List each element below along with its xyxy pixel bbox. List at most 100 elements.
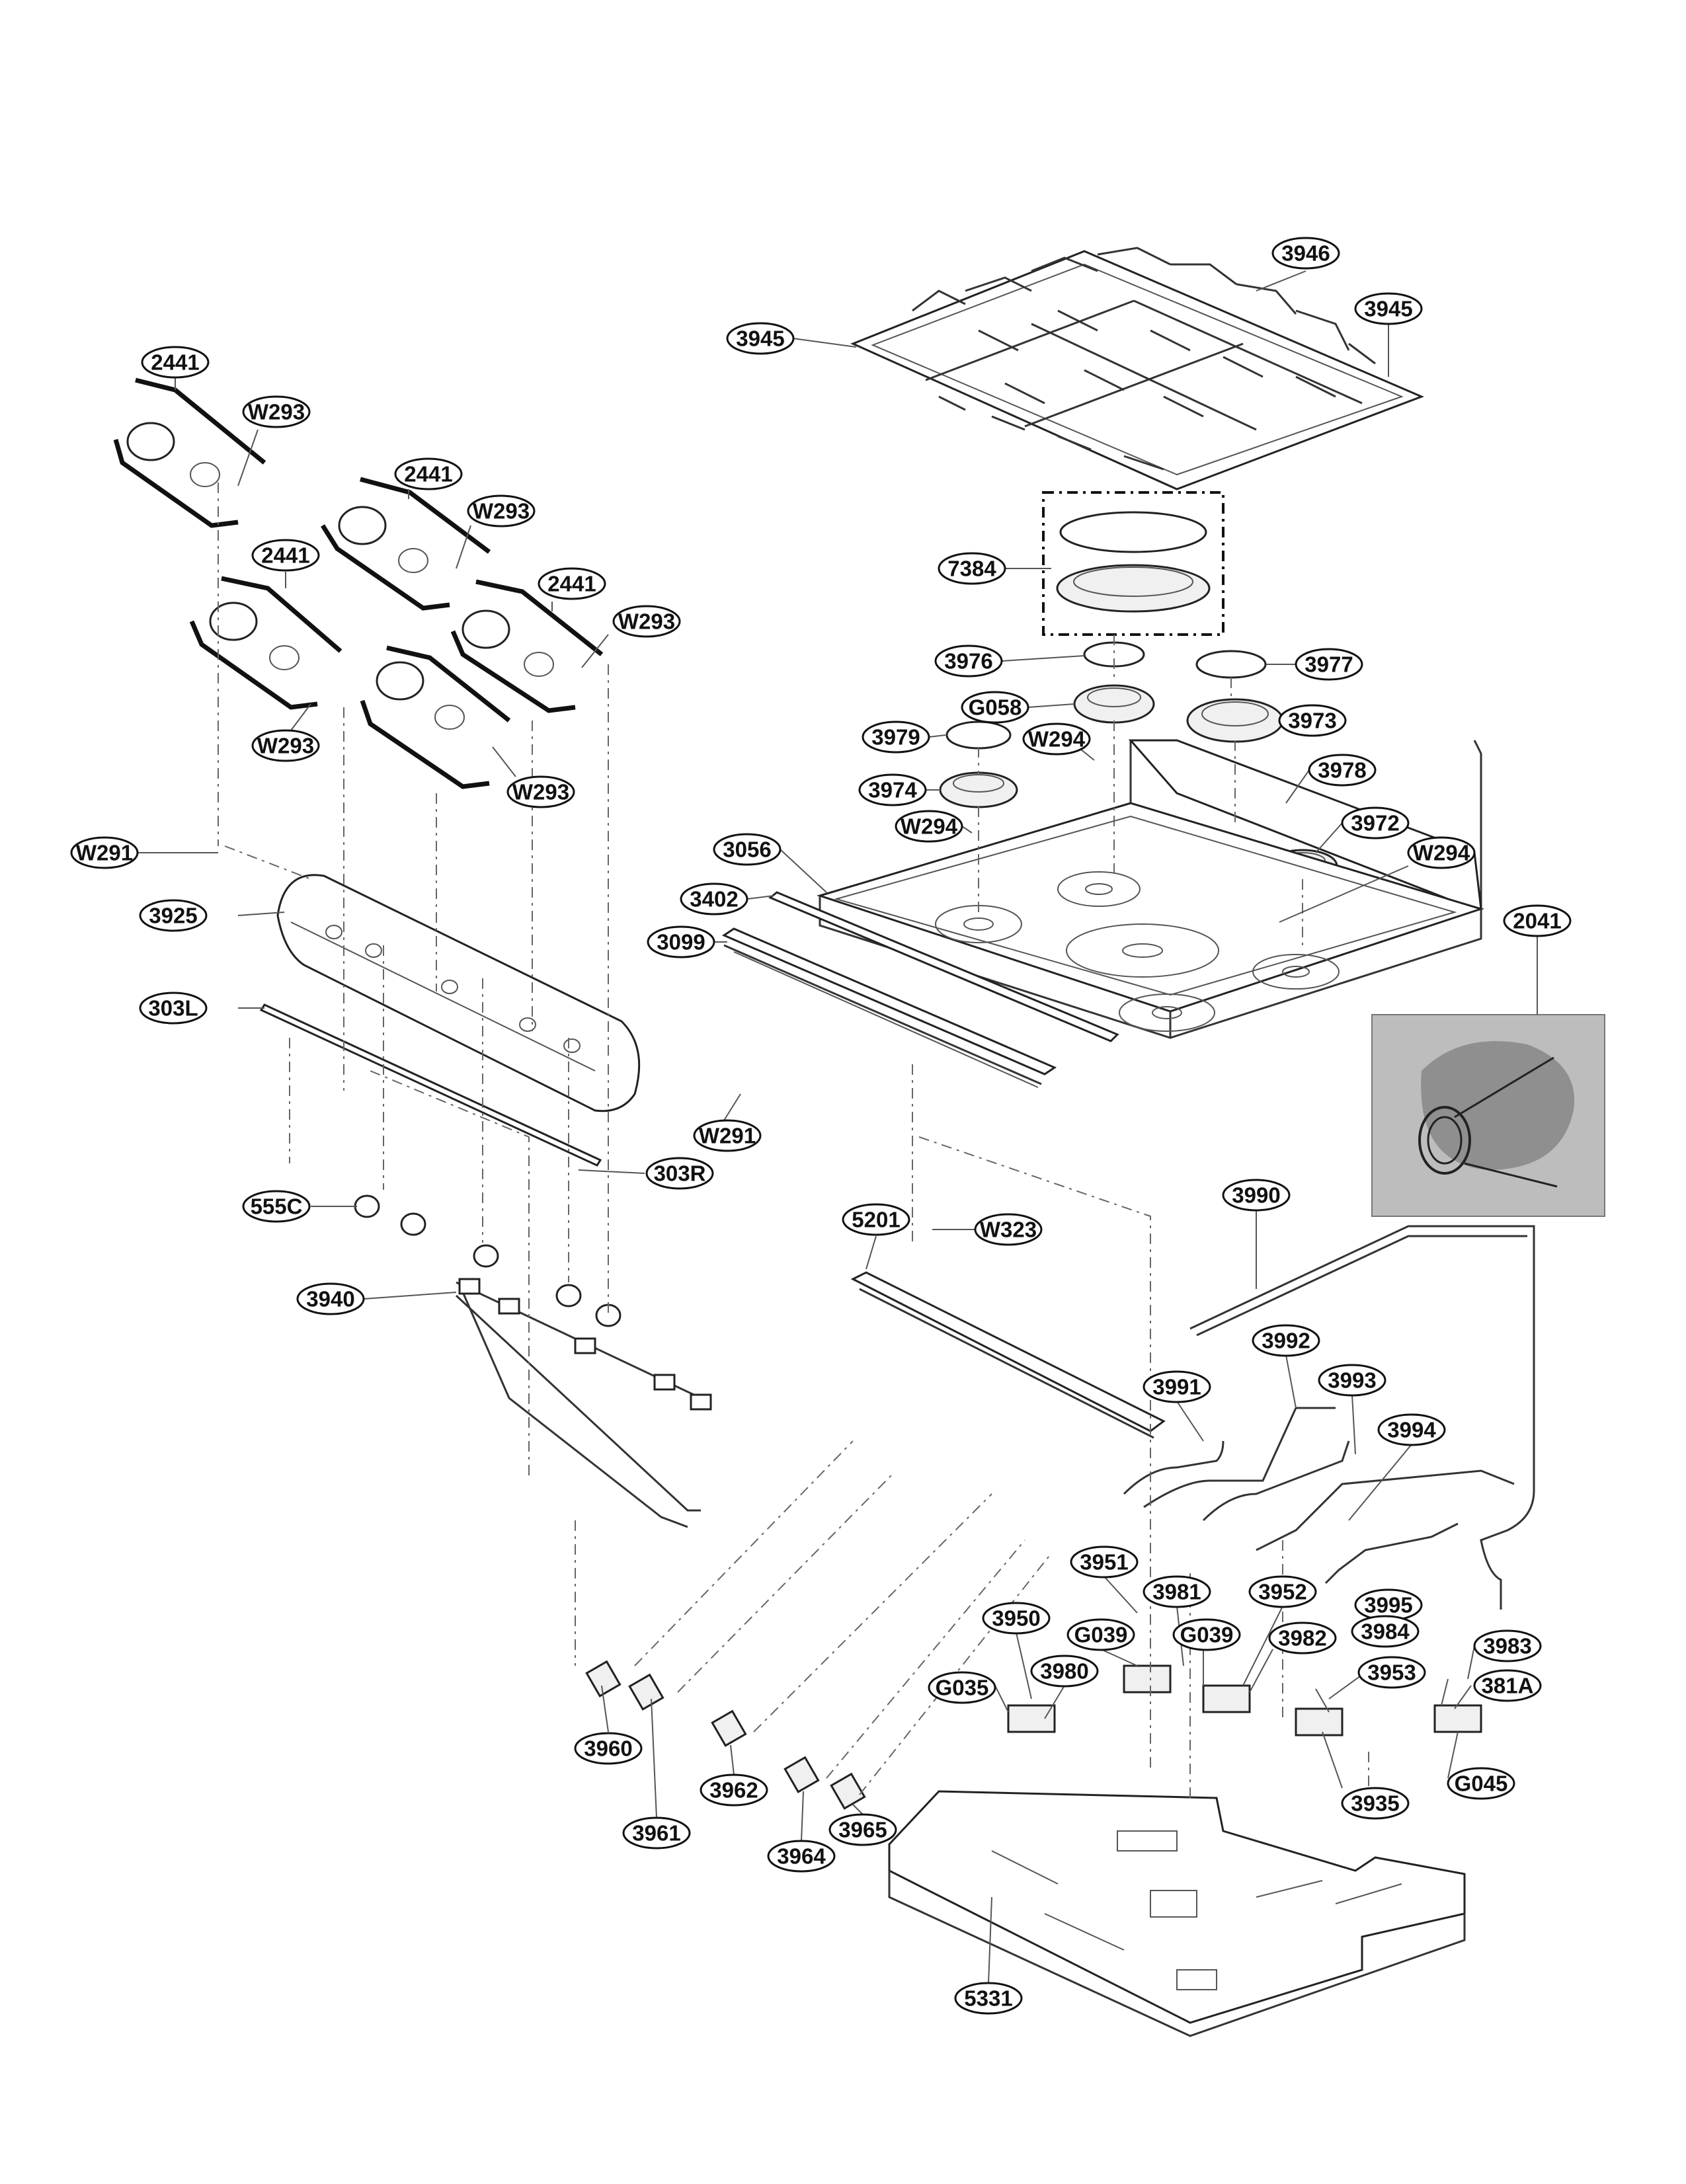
callout-label: W291 (699, 1124, 756, 1148)
knob-groups (113, 377, 604, 789)
callout-label: W293 (473, 499, 530, 524)
callout-label: W294 (1413, 841, 1470, 865)
callout: 3964 (767, 1840, 836, 1873)
callout-label: 3952 (1258, 1580, 1306, 1604)
callout: G058 (961, 691, 1029, 724)
callout-label: 2441 (151, 350, 199, 375)
callout: 3965 (828, 1813, 897, 1846)
callout: W291 (70, 836, 139, 869)
callout-label: 3976 (944, 649, 992, 674)
callout-label: 3992 (1262, 1329, 1310, 1353)
callout-label: W293 (257, 734, 314, 758)
base-plate (888, 1790, 1466, 2037)
callout-label: 3056 (723, 838, 771, 862)
callout-label: 3953 (1367, 1660, 1416, 1685)
callout: 3962 (700, 1774, 768, 1807)
callout: 3993 (1318, 1364, 1386, 1397)
callout-label: 3973 (1288, 709, 1336, 733)
callout: W293 (251, 729, 320, 762)
callout: 555C (242, 1190, 311, 1223)
callout: W323 (974, 1213, 1043, 1246)
callout: W293 (612, 605, 681, 638)
callout: 2441 (141, 346, 210, 379)
callout: 3990 (1222, 1179, 1291, 1212)
grate-assembly (850, 247, 1424, 490)
burner-7384-box (1042, 491, 1224, 636)
callout-label: 3990 (1232, 1183, 1280, 1208)
callout-label: 3974 (868, 778, 917, 802)
orifice-holders (1007, 1664, 1482, 1736)
callout-label: W294 (1028, 727, 1086, 752)
callout-label: 3402 (690, 887, 738, 912)
callout-label: W293 (512, 780, 569, 804)
control-panel (276, 874, 641, 1112)
callout-label: 5331 (964, 1986, 1012, 2011)
callout-label: 303L (148, 996, 198, 1021)
callout: 3984 (1351, 1615, 1420, 1648)
callout-label: 3950 (992, 1606, 1040, 1631)
callout: 3099 (647, 925, 715, 958)
callout-label: 3962 (709, 1778, 758, 1803)
callout-label: 3960 (584, 1736, 632, 1761)
callout: 2041 (1503, 904, 1572, 937)
callout: 303L (139, 992, 208, 1025)
callout-label: 3945 (736, 327, 784, 351)
callout-label: W293 (618, 609, 675, 634)
callout-label: 3964 (777, 1844, 826, 1869)
callout-label: 3961 (632, 1821, 680, 1846)
cooktop-pan (816, 739, 1484, 1039)
callout: 3981 (1143, 1575, 1211, 1608)
callout-label: 3951 (1080, 1550, 1128, 1575)
callout-label: 3977 (1305, 652, 1353, 677)
callout: 3978 (1308, 754, 1377, 787)
callout-label: 3935 (1351, 1791, 1399, 1816)
callout: G045 (1447, 1767, 1515, 1800)
callout-label: 3965 (838, 1818, 887, 1842)
indicator-lenses (354, 1194, 622, 1327)
callout-label: 381A (1482, 1674, 1534, 1698)
callout: 3951 (1070, 1545, 1139, 1579)
callout-label: 3972 (1351, 811, 1399, 836)
callout-label: G039 (1180, 1623, 1234, 1647)
callout: 381A (1473, 1669, 1542, 1702)
callout: W293 (467, 494, 536, 527)
callout: 3056 (713, 833, 782, 866)
callout: W293 (506, 775, 575, 808)
callout: 3925 (139, 899, 208, 932)
callout: W294 (1022, 722, 1091, 756)
callout: 3953 (1357, 1656, 1426, 1689)
manifold (850, 1271, 1166, 1439)
callout: 2441 (394, 457, 463, 490)
callout-label: W294 (901, 814, 958, 839)
callout: 3945 (726, 322, 795, 355)
callout: 3995 (1354, 1588, 1423, 1621)
front-rails (721, 891, 1119, 1088)
callout-label: W323 (980, 1218, 1037, 1242)
callout-label: 3980 (1040, 1659, 1088, 1684)
callout-label: 3982 (1278, 1626, 1326, 1651)
callout: W291 (693, 1119, 762, 1152)
callout-label: 5201 (852, 1208, 900, 1232)
callout-label: 3978 (1318, 758, 1366, 783)
callout: 3973 (1278, 704, 1347, 737)
callout-label: 3994 (1387, 1418, 1436, 1442)
callout: 3972 (1341, 806, 1410, 839)
callout-label: 3993 (1328, 1368, 1376, 1393)
callout-label: 3979 (871, 725, 920, 750)
callout: 3983 (1473, 1629, 1542, 1662)
callout-label: 3984 (1361, 1619, 1410, 1644)
callout-label: G039 (1074, 1623, 1128, 1647)
callout-label: 2041 (1513, 909, 1561, 933)
callout: 7384 (938, 552, 1006, 585)
callout-label: 3099 (657, 930, 705, 955)
callout: 3977 (1295, 648, 1363, 681)
callout-label: 3925 (149, 904, 197, 928)
callout: 3982 (1268, 1621, 1337, 1655)
callout: 3976 (934, 644, 1003, 678)
callout-label: 3991 (1152, 1375, 1201, 1399)
callout-label: 3995 (1364, 1593, 1412, 1618)
callout: G039 (1172, 1618, 1241, 1651)
callout-label: W291 (76, 841, 133, 865)
callout: 303R (645, 1157, 714, 1190)
ignition-harness (455, 1278, 712, 1528)
